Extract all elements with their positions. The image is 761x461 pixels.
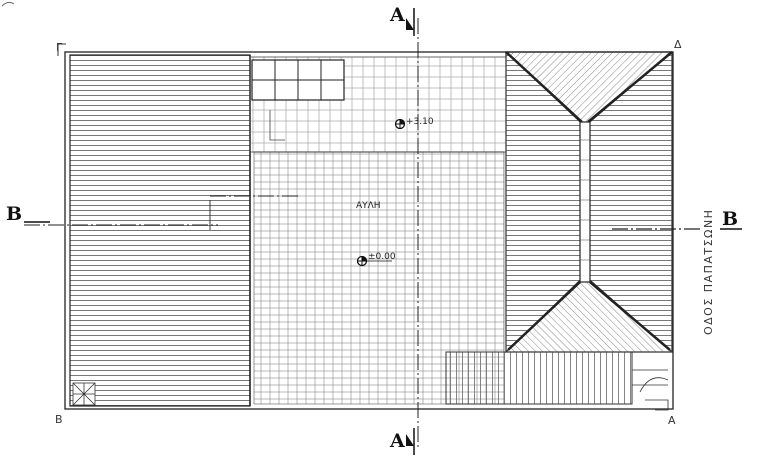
elevation-center-label: ±0.00 bbox=[368, 252, 396, 262]
corner-label-top-right: Δ bbox=[674, 38, 682, 51]
elevation-marker-upper: +3.10 bbox=[394, 117, 434, 130]
skylight-grid bbox=[251, 59, 345, 101]
section-line-a bbox=[406, 8, 419, 455]
corner-label-bottom-right: A bbox=[668, 414, 676, 427]
lower-right-deck bbox=[445, 351, 633, 405]
street-label: ΟΔΟΣ ΠΑΠΑΤΣΩΝΗ bbox=[702, 209, 715, 335]
corner-label-top-left: Γ bbox=[56, 41, 63, 54]
entrance-steps bbox=[631, 352, 669, 411]
elevation-upper-label: +3.10 bbox=[406, 117, 434, 127]
corner-arc bbox=[1, 1, 15, 7]
left-roof-block bbox=[69, 54, 251, 407]
stair-symbol bbox=[72, 382, 96, 406]
elevation-marker-center: ±0.00 bbox=[356, 252, 396, 267]
site-boundary bbox=[64, 51, 674, 410]
right-hip-roof bbox=[504, 51, 674, 353]
courtyard-label: ΑΥΛΗ bbox=[356, 201, 381, 211]
section-marker-b-left: B bbox=[6, 203, 22, 225]
section-marker-a-top: A bbox=[389, 4, 405, 26]
section-line-b bbox=[24, 195, 742, 230]
section-marker-b-right: B bbox=[722, 208, 738, 230]
corner-label-bottom-left: B bbox=[55, 413, 63, 426]
section-marker-a-bottom: A bbox=[389, 430, 405, 452]
